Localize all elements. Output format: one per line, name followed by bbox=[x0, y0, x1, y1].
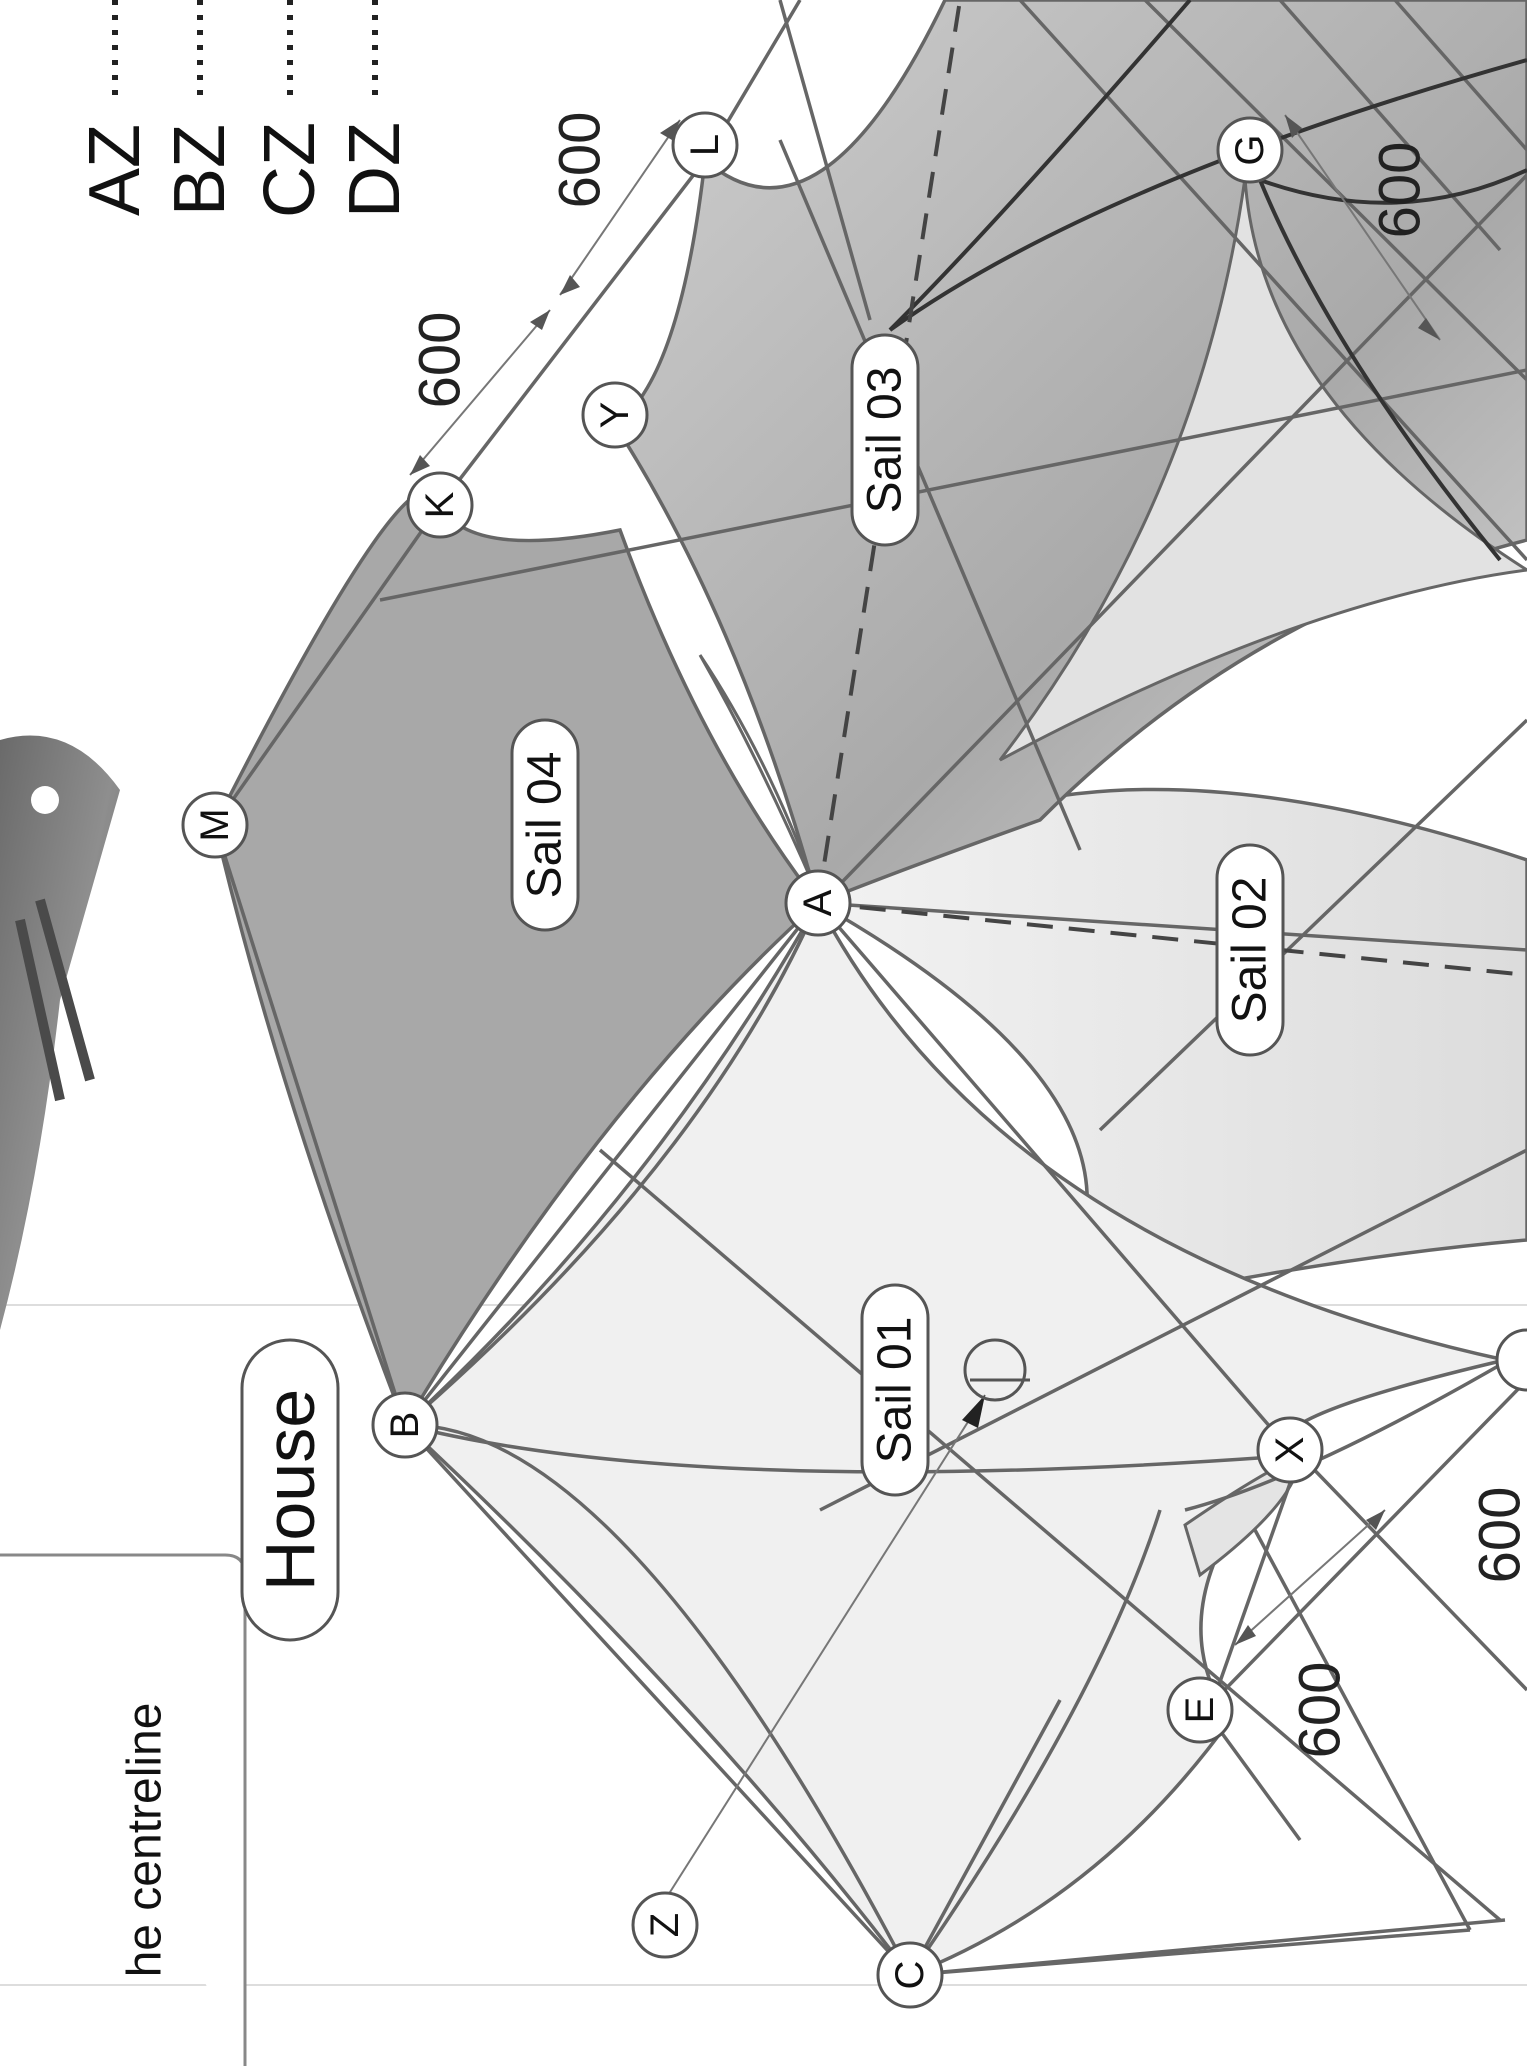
node-Z: Z bbox=[631, 1891, 699, 1959]
node-B: B bbox=[371, 1391, 439, 1459]
dim-label-e: 600 bbox=[1288, 1662, 1353, 1759]
sail-03-text: Sail 03 bbox=[859, 367, 912, 514]
node-E: E bbox=[1166, 1676, 1234, 1744]
node-C: C bbox=[876, 1941, 944, 2009]
node-X: X bbox=[1256, 1416, 1324, 1484]
dim-text-ky: 600 bbox=[408, 312, 473, 409]
node-A-text: A bbox=[796, 889, 840, 916]
sail-02-label: Sail 02 bbox=[1215, 843, 1285, 1057]
node-Y-text: Y bbox=[593, 402, 637, 429]
dim-label-g: 600 bbox=[1368, 142, 1433, 239]
photo-circle-dot bbox=[31, 786, 59, 814]
sail-02-text: Sail 02 bbox=[1224, 877, 1277, 1024]
node-L-text: L bbox=[683, 134, 727, 156]
photo-circle bbox=[0, 735, 120, 1330]
node-G-text: G bbox=[1228, 134, 1272, 165]
node-X-text: X bbox=[1268, 1437, 1312, 1464]
house-label: House bbox=[240, 1338, 340, 1642]
sail-01-target-circle bbox=[963, 1338, 1027, 1402]
sail-04-label: Sail 04 bbox=[510, 718, 580, 932]
answer-label-az: AZ bbox=[75, 124, 155, 216]
dim-label-yl: 600 bbox=[548, 112, 613, 209]
dimension-g bbox=[1284, 114, 1441, 341]
node-Z-text: Z bbox=[643, 1913, 687, 1937]
dim-label-ky: 600 bbox=[408, 312, 473, 409]
answer-label-dz: DZ bbox=[335, 122, 415, 218]
node-partial bbox=[1495, 1328, 1527, 1392]
dimension-ky bbox=[409, 309, 551, 476]
dim-label-x-partial: 600 bbox=[1468, 1487, 1527, 1584]
centreline-sail-02 bbox=[817, 901, 1527, 977]
node-M-text: M bbox=[193, 808, 237, 841]
photo-circle-stripe bbox=[15, 898, 95, 1102]
sail-04-text: Sail 04 bbox=[519, 752, 572, 899]
node-E-text: E bbox=[1178, 1697, 1222, 1724]
answer-label-bz: BZ bbox=[160, 124, 240, 216]
node-K: K bbox=[406, 471, 474, 539]
node-L: L bbox=[671, 111, 739, 179]
answer-list: AZ BZ CZ DZ bbox=[75, 0, 415, 218]
sail-03-label: Sail 03 bbox=[850, 333, 920, 547]
node-G: G bbox=[1216, 116, 1284, 184]
dim-text-g: 600 bbox=[1368, 142, 1433, 239]
sail-01-text: Sail 01 bbox=[869, 1317, 922, 1464]
dimension-e bbox=[1234, 1509, 1386, 1646]
answer-label-cz: CZ bbox=[250, 122, 330, 218]
node-K-text: K bbox=[418, 491, 462, 518]
node-C-text: C bbox=[888, 1961, 932, 1990]
centreline-sail-03 bbox=[816, 0, 962, 904]
dim-text-yl: 600 bbox=[548, 112, 613, 209]
z-arrowhead bbox=[962, 1395, 985, 1428]
node-Y: Y bbox=[581, 381, 649, 449]
dimension-yl bbox=[559, 119, 681, 296]
dim-text-e: 600 bbox=[1288, 1662, 1353, 1759]
z-leader-line bbox=[664, 1394, 986, 1901]
node-B-text: B bbox=[383, 1412, 427, 1439]
dim-text-x-partial: 600 bbox=[1468, 1487, 1527, 1584]
sail-03-fold bbox=[998, 177, 1527, 762]
sail-01-label: Sail 01 bbox=[860, 1283, 930, 1497]
node-M: M bbox=[181, 791, 249, 859]
centreline-note-text: he centreline bbox=[119, 1703, 172, 1978]
centreline-note: he centreline bbox=[119, 1703, 172, 1978]
house-text: House bbox=[251, 1389, 329, 1591]
node-A: A bbox=[784, 869, 852, 937]
